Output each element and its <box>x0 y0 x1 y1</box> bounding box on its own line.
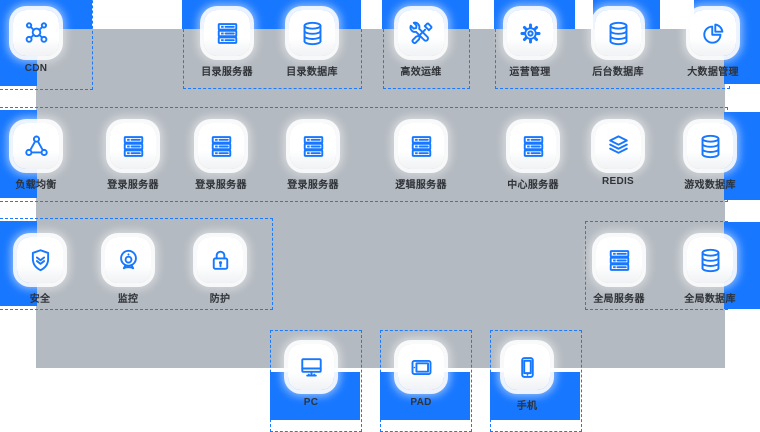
diagram-canvas <box>36 29 725 368</box>
node-login-server-2[interactable]: 登录服务器 <box>195 123 246 191</box>
server-icon <box>214 20 241 47</box>
node-game-database[interactable]: 游戏数据库 <box>684 123 735 191</box>
node-label: 登录服务器 <box>107 180 159 191</box>
load-balancer-icon <box>23 133 50 160</box>
node-label: 游戏数据库 <box>684 180 736 191</box>
node-protection[interactable]: 防护 <box>197 237 243 305</box>
node-label: 全局数据库 <box>684 294 736 305</box>
node-card <box>198 123 244 169</box>
node-global-server[interactable]: 全局服务器 <box>593 237 644 305</box>
camera-icon <box>115 247 142 274</box>
node-login-server-3[interactable]: 登录服务器 <box>287 123 338 191</box>
node-card <box>687 123 733 169</box>
tools-icon <box>408 20 435 47</box>
shield-icon <box>27 247 54 274</box>
server-icon <box>520 133 547 160</box>
node-card <box>507 10 553 56</box>
node-card <box>398 123 444 169</box>
database-icon <box>299 20 326 47</box>
node-card <box>13 123 59 169</box>
node-card <box>504 344 550 390</box>
node-card <box>105 237 151 283</box>
group-outline-directory <box>183 29 362 89</box>
node-label: PC <box>303 397 319 408</box>
node-bigdata-mgmt[interactable]: 大数据管理 <box>687 10 738 78</box>
node-card <box>17 237 63 283</box>
node-card <box>398 344 444 390</box>
node-label: 登录服务器 <box>287 180 339 191</box>
node-label: 逻辑服务器 <box>395 180 447 191</box>
group-outline-cdn <box>0 0 93 90</box>
tablet-icon <box>408 354 435 381</box>
node-redis[interactable]: REDIS <box>595 123 641 187</box>
node-label: REDIS <box>601 176 635 187</box>
node-card <box>595 10 641 56</box>
server-icon <box>120 133 147 160</box>
node-card <box>595 123 641 169</box>
node-logic-server[interactable]: 逻辑服务器 <box>395 123 446 191</box>
desktop-icon <box>298 354 325 381</box>
node-card <box>690 10 736 56</box>
node-card <box>288 344 334 390</box>
node-label: 运营管理 <box>509 67 551 78</box>
node-card <box>13 10 59 56</box>
node-backend-database[interactable]: 后台数据库 <box>592 10 643 78</box>
node-card <box>398 10 444 56</box>
node-label: 中心服务器 <box>507 180 559 191</box>
server-icon <box>300 133 327 160</box>
node-card <box>596 237 642 283</box>
node-card <box>687 237 733 283</box>
node-label: 目录数据库 <box>286 67 338 78</box>
pie-chart-icon <box>700 20 727 47</box>
server-icon <box>606 247 633 274</box>
redis-layers-icon <box>605 133 632 160</box>
node-label: 手机 <box>516 401 538 412</box>
node-label: 大数据管理 <box>687 67 739 78</box>
node-card <box>290 123 336 169</box>
database-icon <box>697 247 724 274</box>
node-label: 高效运维 <box>400 67 442 78</box>
gear-icon <box>517 20 544 47</box>
node-card <box>110 123 156 169</box>
node-security[interactable]: 安全 <box>17 237 63 305</box>
node-load-balancer[interactable]: 负载均衡 <box>13 123 59 191</box>
node-phone[interactable]: 手机 <box>504 344 550 412</box>
server-icon <box>408 133 435 160</box>
node-directory-server[interactable]: 目录服务器 <box>201 10 252 78</box>
node-operations-mgmt[interactable]: 运营管理 <box>507 10 553 78</box>
server-icon <box>208 133 235 160</box>
node-label: 目录服务器 <box>201 67 253 78</box>
node-label: CDN <box>24 63 48 74</box>
node-card <box>510 123 556 169</box>
group-outline-security <box>0 218 273 310</box>
node-pc[interactable]: PC <box>288 344 334 408</box>
node-global-database[interactable]: 全局数据库 <box>684 237 735 305</box>
group-outline-ops <box>383 29 470 89</box>
node-cdn[interactable]: CDN <box>13 10 59 74</box>
node-label: 监控 <box>117 294 139 305</box>
node-center-server[interactable]: 中心服务器 <box>507 123 558 191</box>
node-card <box>197 237 243 283</box>
node-label: 防护 <box>209 294 231 305</box>
node-label: 全局服务器 <box>593 294 645 305</box>
cdn-network-icon <box>23 20 50 47</box>
node-label: 后台数据库 <box>592 67 644 78</box>
node-efficient-ops[interactable]: 高效运维 <box>398 10 444 78</box>
node-card <box>289 10 335 56</box>
node-pad[interactable]: PAD <box>398 344 444 408</box>
node-label: 登录服务器 <box>195 180 247 191</box>
database-icon <box>697 133 724 160</box>
node-login-server-1[interactable]: 登录服务器 <box>107 123 158 191</box>
phone-icon <box>514 354 541 381</box>
node-label: 安全 <box>29 294 51 305</box>
node-card <box>204 10 250 56</box>
node-directory-database[interactable]: 目录数据库 <box>286 10 337 78</box>
node-monitoring[interactable]: 监控 <box>105 237 151 305</box>
node-label: 负载均衡 <box>15 180 57 191</box>
database-icon <box>605 20 632 47</box>
node-label: PAD <box>410 397 432 408</box>
lock-icon <box>207 247 234 274</box>
